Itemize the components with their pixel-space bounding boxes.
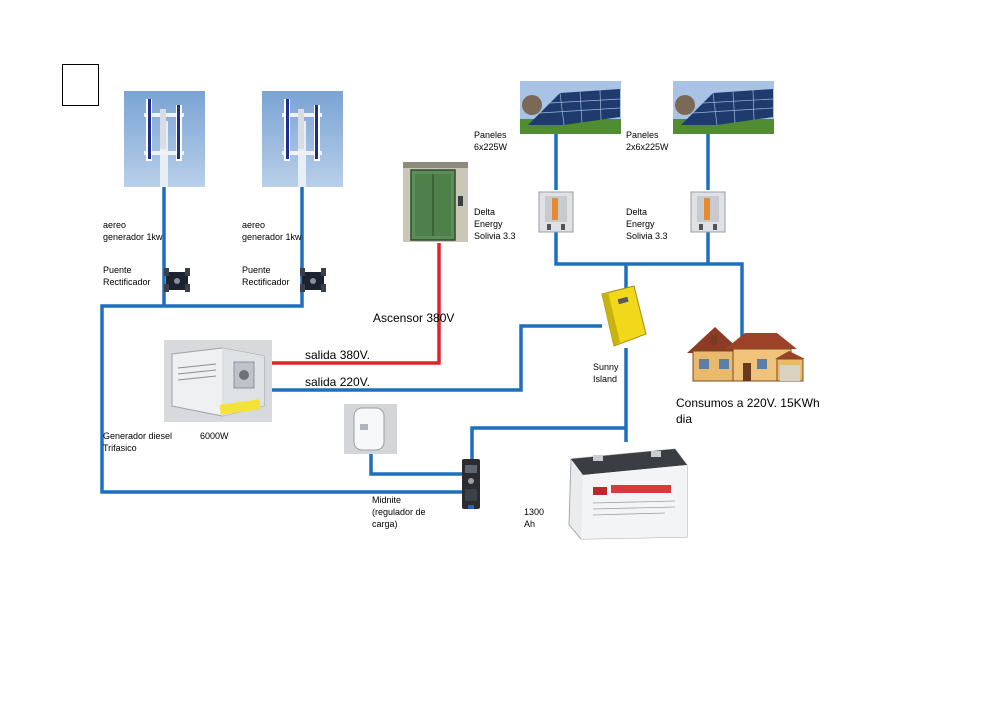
- wire-elevator: [272, 243, 441, 365]
- wind1-label: aereo generador 1kw: [103, 220, 163, 242]
- sunny-island-icon: [601, 285, 647, 347]
- inverter-icon: [690, 191, 726, 233]
- elevator: [403, 162, 468, 242]
- inverter-1: [537, 190, 575, 234]
- wire-battery-midnite: [470, 426, 626, 463]
- wire-inverters: [554, 230, 744, 338]
- out380-label: salida 380V.: [305, 348, 370, 362]
- wind-turbine-icon: [124, 91, 205, 187]
- charge-controller: [459, 457, 483, 511]
- wind-turbine-1: [124, 91, 205, 187]
- empty-square: [62, 64, 99, 106]
- panels1-label: Paneles 6x225W: [474, 130, 508, 152]
- house: [685, 323, 807, 383]
- water-heater: [344, 404, 397, 454]
- midnite-label: Midnite (regulador de carga): [372, 495, 426, 529]
- out220-label: salida 220V.: [305, 375, 370, 389]
- house-icon: [687, 327, 805, 382]
- solar-panel-icon: [520, 81, 621, 134]
- battery: [565, 441, 689, 541]
- bridge-rectifier-icon: [300, 268, 326, 292]
- wind-turbine-2: [262, 91, 343, 187]
- rect2-label: Puente Rectificador: [242, 265, 290, 287]
- consumption-label: Consumos a 220V. 15KWh dia: [676, 396, 820, 426]
- generator-power-label: 6000W: [200, 431, 229, 441]
- inverter2-label: Delta Energy Solivia 3.3: [626, 207, 668, 241]
- charge-controller-icon: [462, 459, 480, 509]
- wire-heater: [369, 453, 462, 476]
- panels2-label: Paneles 2x6x225W: [626, 130, 669, 152]
- solar-panel-icon: [673, 81, 774, 134]
- bridge-rectifier-2: [298, 264, 328, 294]
- bridge-rectifier-icon: [164, 268, 190, 292]
- wire-rect2-bus: [100, 285, 470, 494]
- sunny-island: [598, 284, 650, 350]
- wind-turbine-icon: [262, 91, 343, 187]
- water-heater-icon: [344, 404, 397, 454]
- rect1-label: Puente Rectificador: [103, 265, 151, 287]
- inverter1-label: Delta Energy Solivia 3.3: [474, 207, 516, 241]
- wire-sunny-gen: [270, 324, 602, 392]
- elevator-label: Ascensor 380V: [373, 311, 455, 325]
- battery-label: 1300 Ah: [524, 507, 545, 529]
- elevator-icon: [403, 162, 468, 242]
- diesel-generator-icon: [164, 340, 272, 422]
- diesel-generator: [164, 340, 272, 422]
- solar-panels-2: [673, 81, 774, 134]
- inverter-icon: [538, 191, 574, 233]
- inverter-2: [689, 190, 727, 234]
- solar-panels-1: [520, 81, 621, 134]
- bridge-rectifier-1: [162, 264, 192, 294]
- wind2-label: aereo generador 1kw: [242, 220, 302, 242]
- sunny-label: Sunny Island: [593, 362, 619, 384]
- battery-icon: [568, 448, 688, 540]
- generator-label: Generador diesel Trifasico: [103, 431, 173, 453]
